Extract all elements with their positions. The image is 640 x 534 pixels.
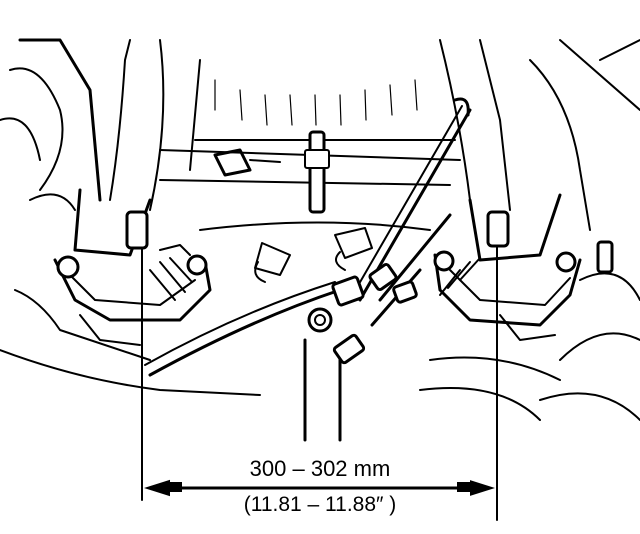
brake-lines bbox=[144, 97, 472, 377]
center-hardware bbox=[213, 130, 373, 442]
right-mount-assembly bbox=[433, 193, 614, 341]
dimension-primary-label: 300 – 302 mm bbox=[170, 456, 470, 482]
background-structure bbox=[0, 38, 640, 421]
dimension-secondary-label: (11.81 – 11.88″ ) bbox=[170, 492, 470, 517]
left-mount-assembly bbox=[53, 188, 212, 346]
